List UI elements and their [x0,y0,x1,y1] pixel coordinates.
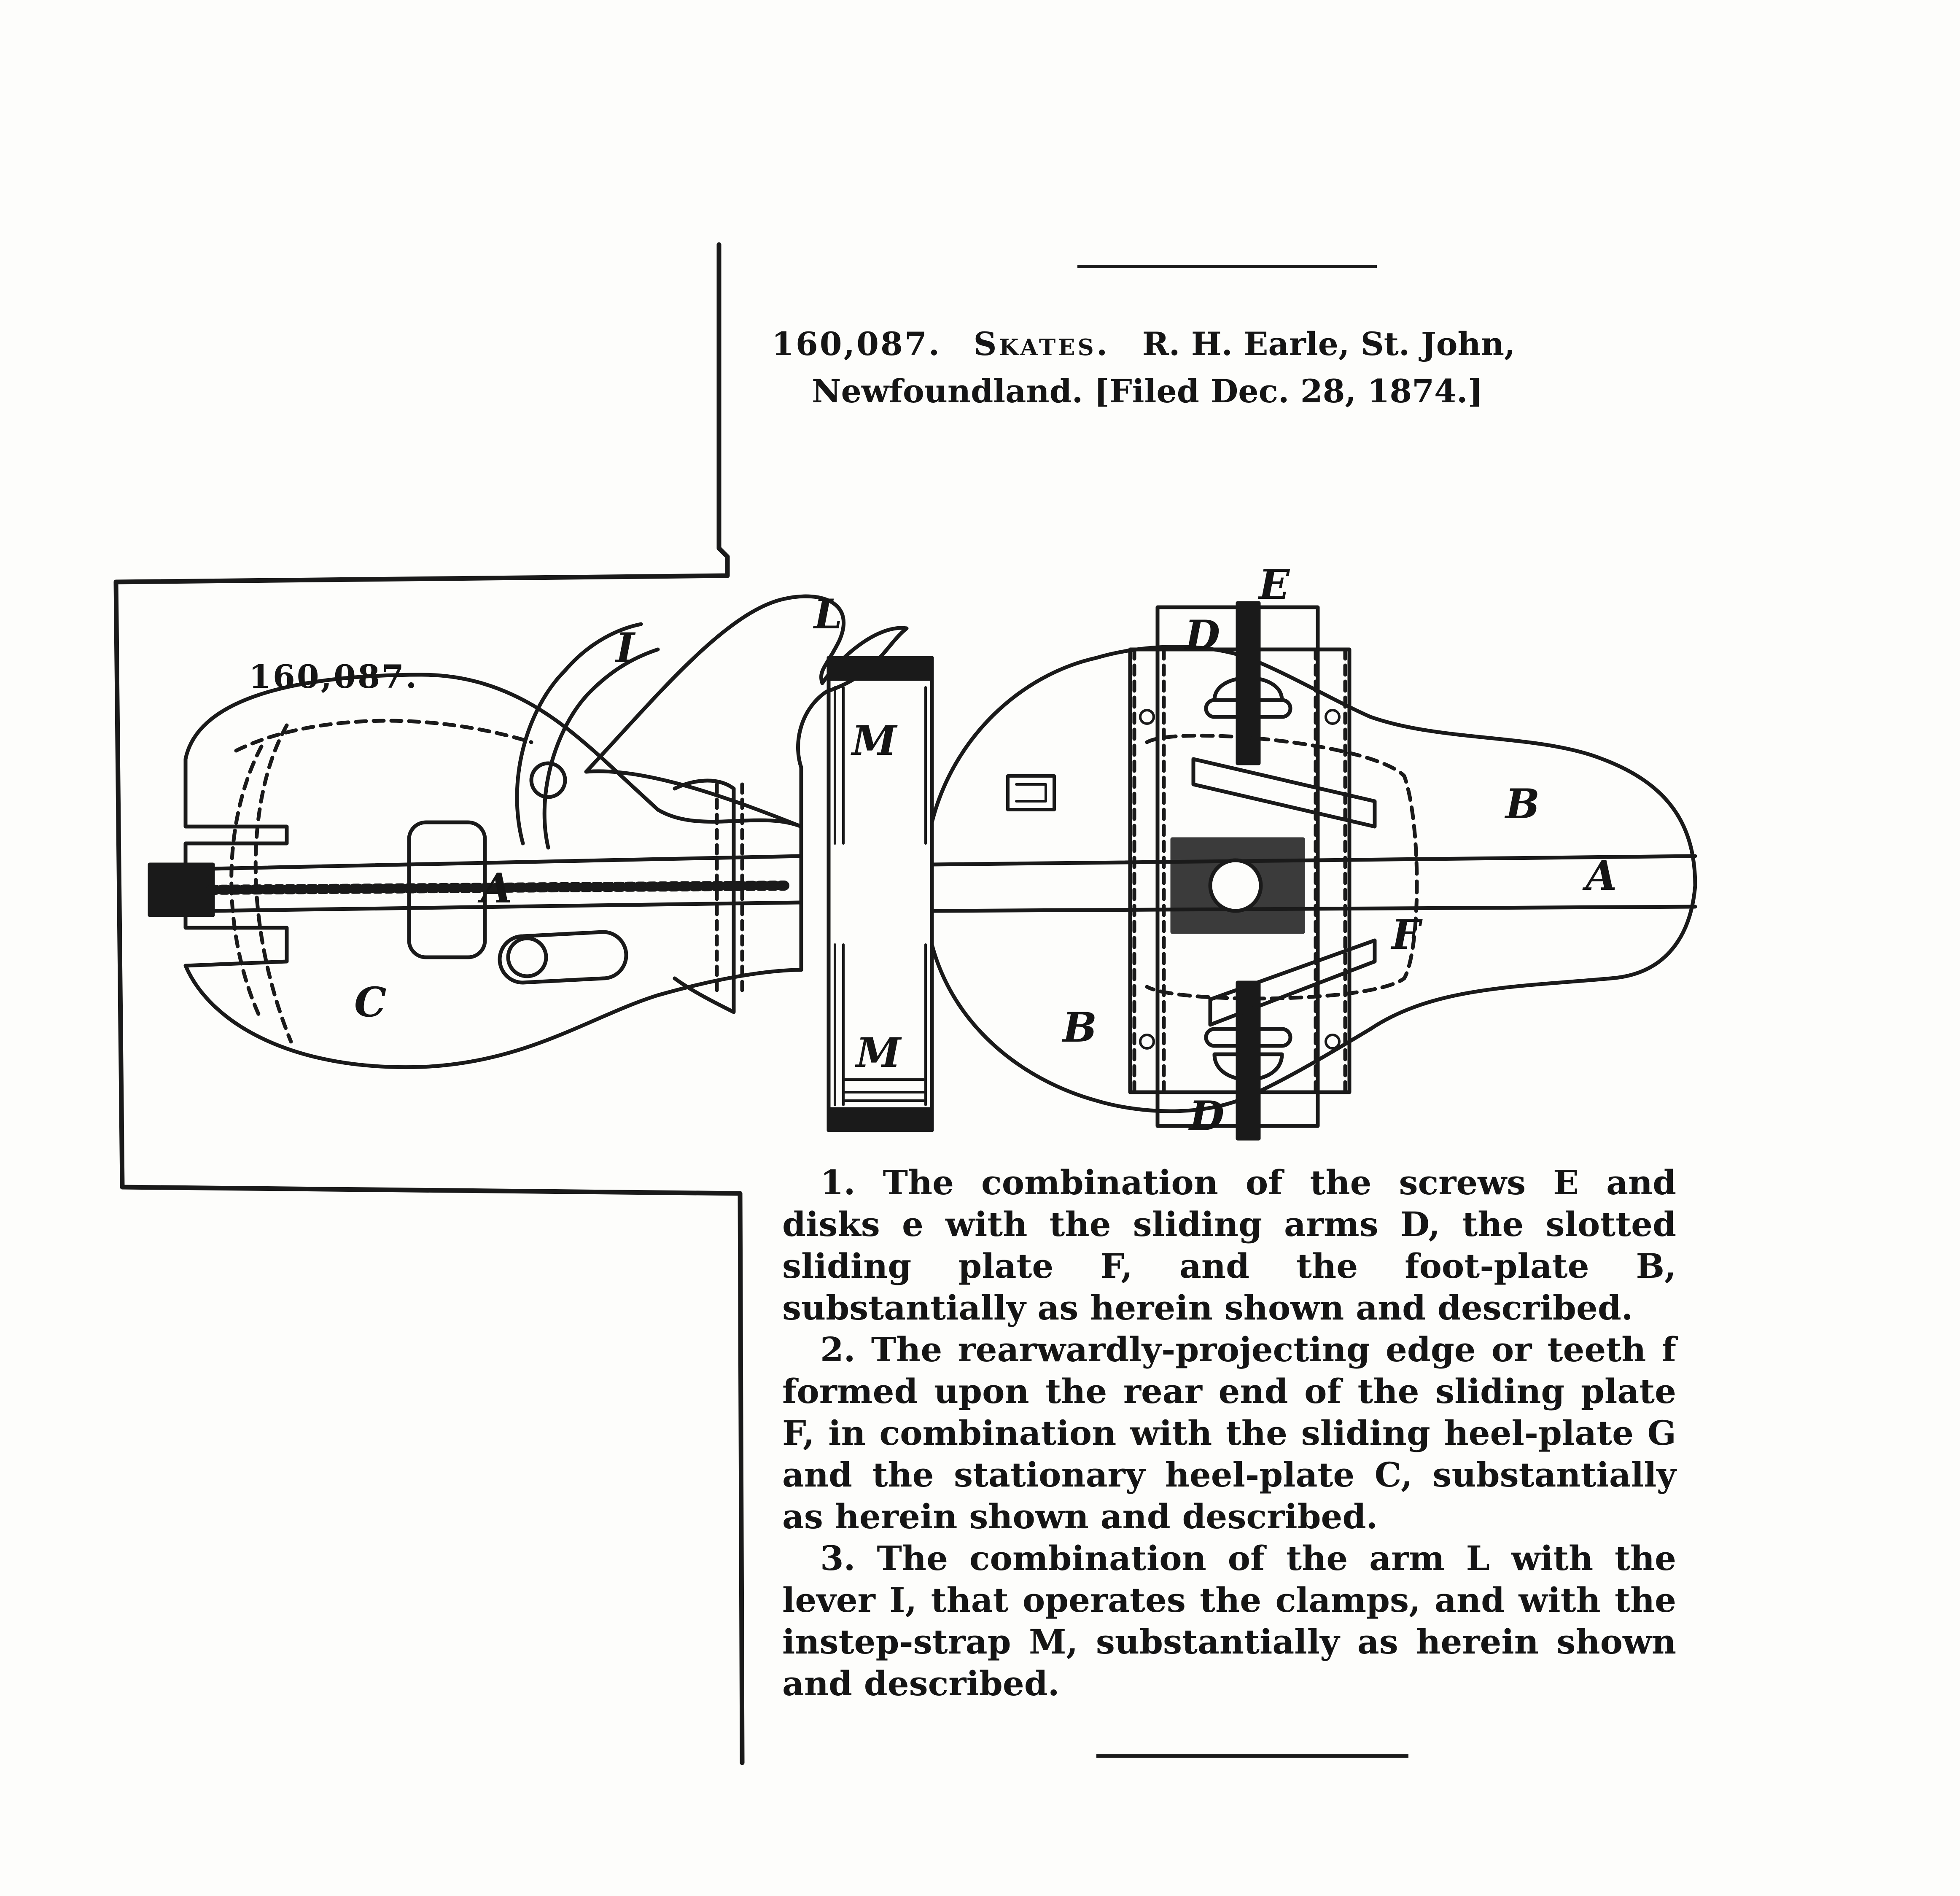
filed-date: [Filed Dec. 28, 1874.] [1094,372,1483,410]
slotted-plate-f [1145,733,1419,1001]
rivet [1139,709,1155,725]
patent-header: 160,087. Skates. R. H. Earle, St. John, … [772,320,1678,415]
rivet [1325,1034,1341,1050]
claims-text: 1. The combination of the screws E and d… [782,1162,1676,1705]
heel-dashed-arc [253,723,293,1044]
figure-label: 160,087. [249,658,419,695]
sliding-arm-d-bottom [1208,938,1377,1027]
clamp-dashed [715,782,744,997]
threaded-rod [209,854,803,913]
lever-i [515,622,643,846]
page-border [113,242,745,1765]
letter-m-bottom: M [856,1029,901,1077]
small-block-detail [1015,783,1047,803]
slot-pin [506,936,548,978]
disk-bottom [1204,1027,1292,1048]
rivet [1325,709,1341,725]
strap-lines [842,1078,925,1102]
strap-top-band [827,656,934,681]
clamp-frame-outline [1128,647,1352,1094]
foot-plate-b-line [930,854,1697,913]
heel-dashed-curve [234,719,533,753]
strap-shading [834,686,927,1106]
rod-thread [206,881,789,895]
patent-number: 160,087. [772,325,942,363]
heel-dashed-arc-2 [229,744,264,1023]
center-bolt [1208,858,1263,913]
rod-nut [407,820,487,959]
letter-a-right: A [1586,852,1617,900]
patent-subject: Skates. [973,325,1110,363]
clamp-cup [673,778,736,1014]
small-block [1006,774,1056,811]
claim-2: 2. The rearwardly-projecting edge or tee… [782,1330,1676,1536]
letter-e: E [1259,561,1290,609]
claim-3: 3. The combination of the arm L with the… [782,1538,1676,1703]
letter-f: F [1392,911,1421,959]
lever-i-inner [542,647,660,850]
letter-i: I [616,624,635,672]
screw-e-bottom-head [1212,1052,1284,1082]
rod-end [148,862,215,917]
disk-top [1204,698,1292,719]
slot [498,930,628,985]
foot-plate-b [930,645,1697,1113]
letter-d-top: D [1185,611,1220,659]
bottom-rule [1096,1754,1408,1758]
top-rule [1077,265,1377,268]
lever-pivot [529,761,567,799]
claim-1: 1. The combination of the screws E and d… [782,1163,1676,1328]
location: Newfoundland. [812,372,1083,410]
rivet [1139,1034,1155,1050]
inventor: R. H. Earle, St. John, [1142,325,1516,363]
letter-l: L [814,590,843,638]
arm-l [584,594,909,829]
letter-b-right: B [1505,780,1540,828]
sliding-arm-d-top [1191,757,1377,829]
strap-bottom-band [827,1107,934,1132]
heel-plate-c [183,673,803,1069]
letter-b-bottom: B [1063,1004,1097,1051]
letter-d-bottom: D [1189,1092,1225,1140]
letter-c: C [354,978,387,1026]
letter-m-top: M [852,717,897,765]
screw-e-top-head [1212,676,1284,702]
letter-a-left: A [481,865,512,912]
